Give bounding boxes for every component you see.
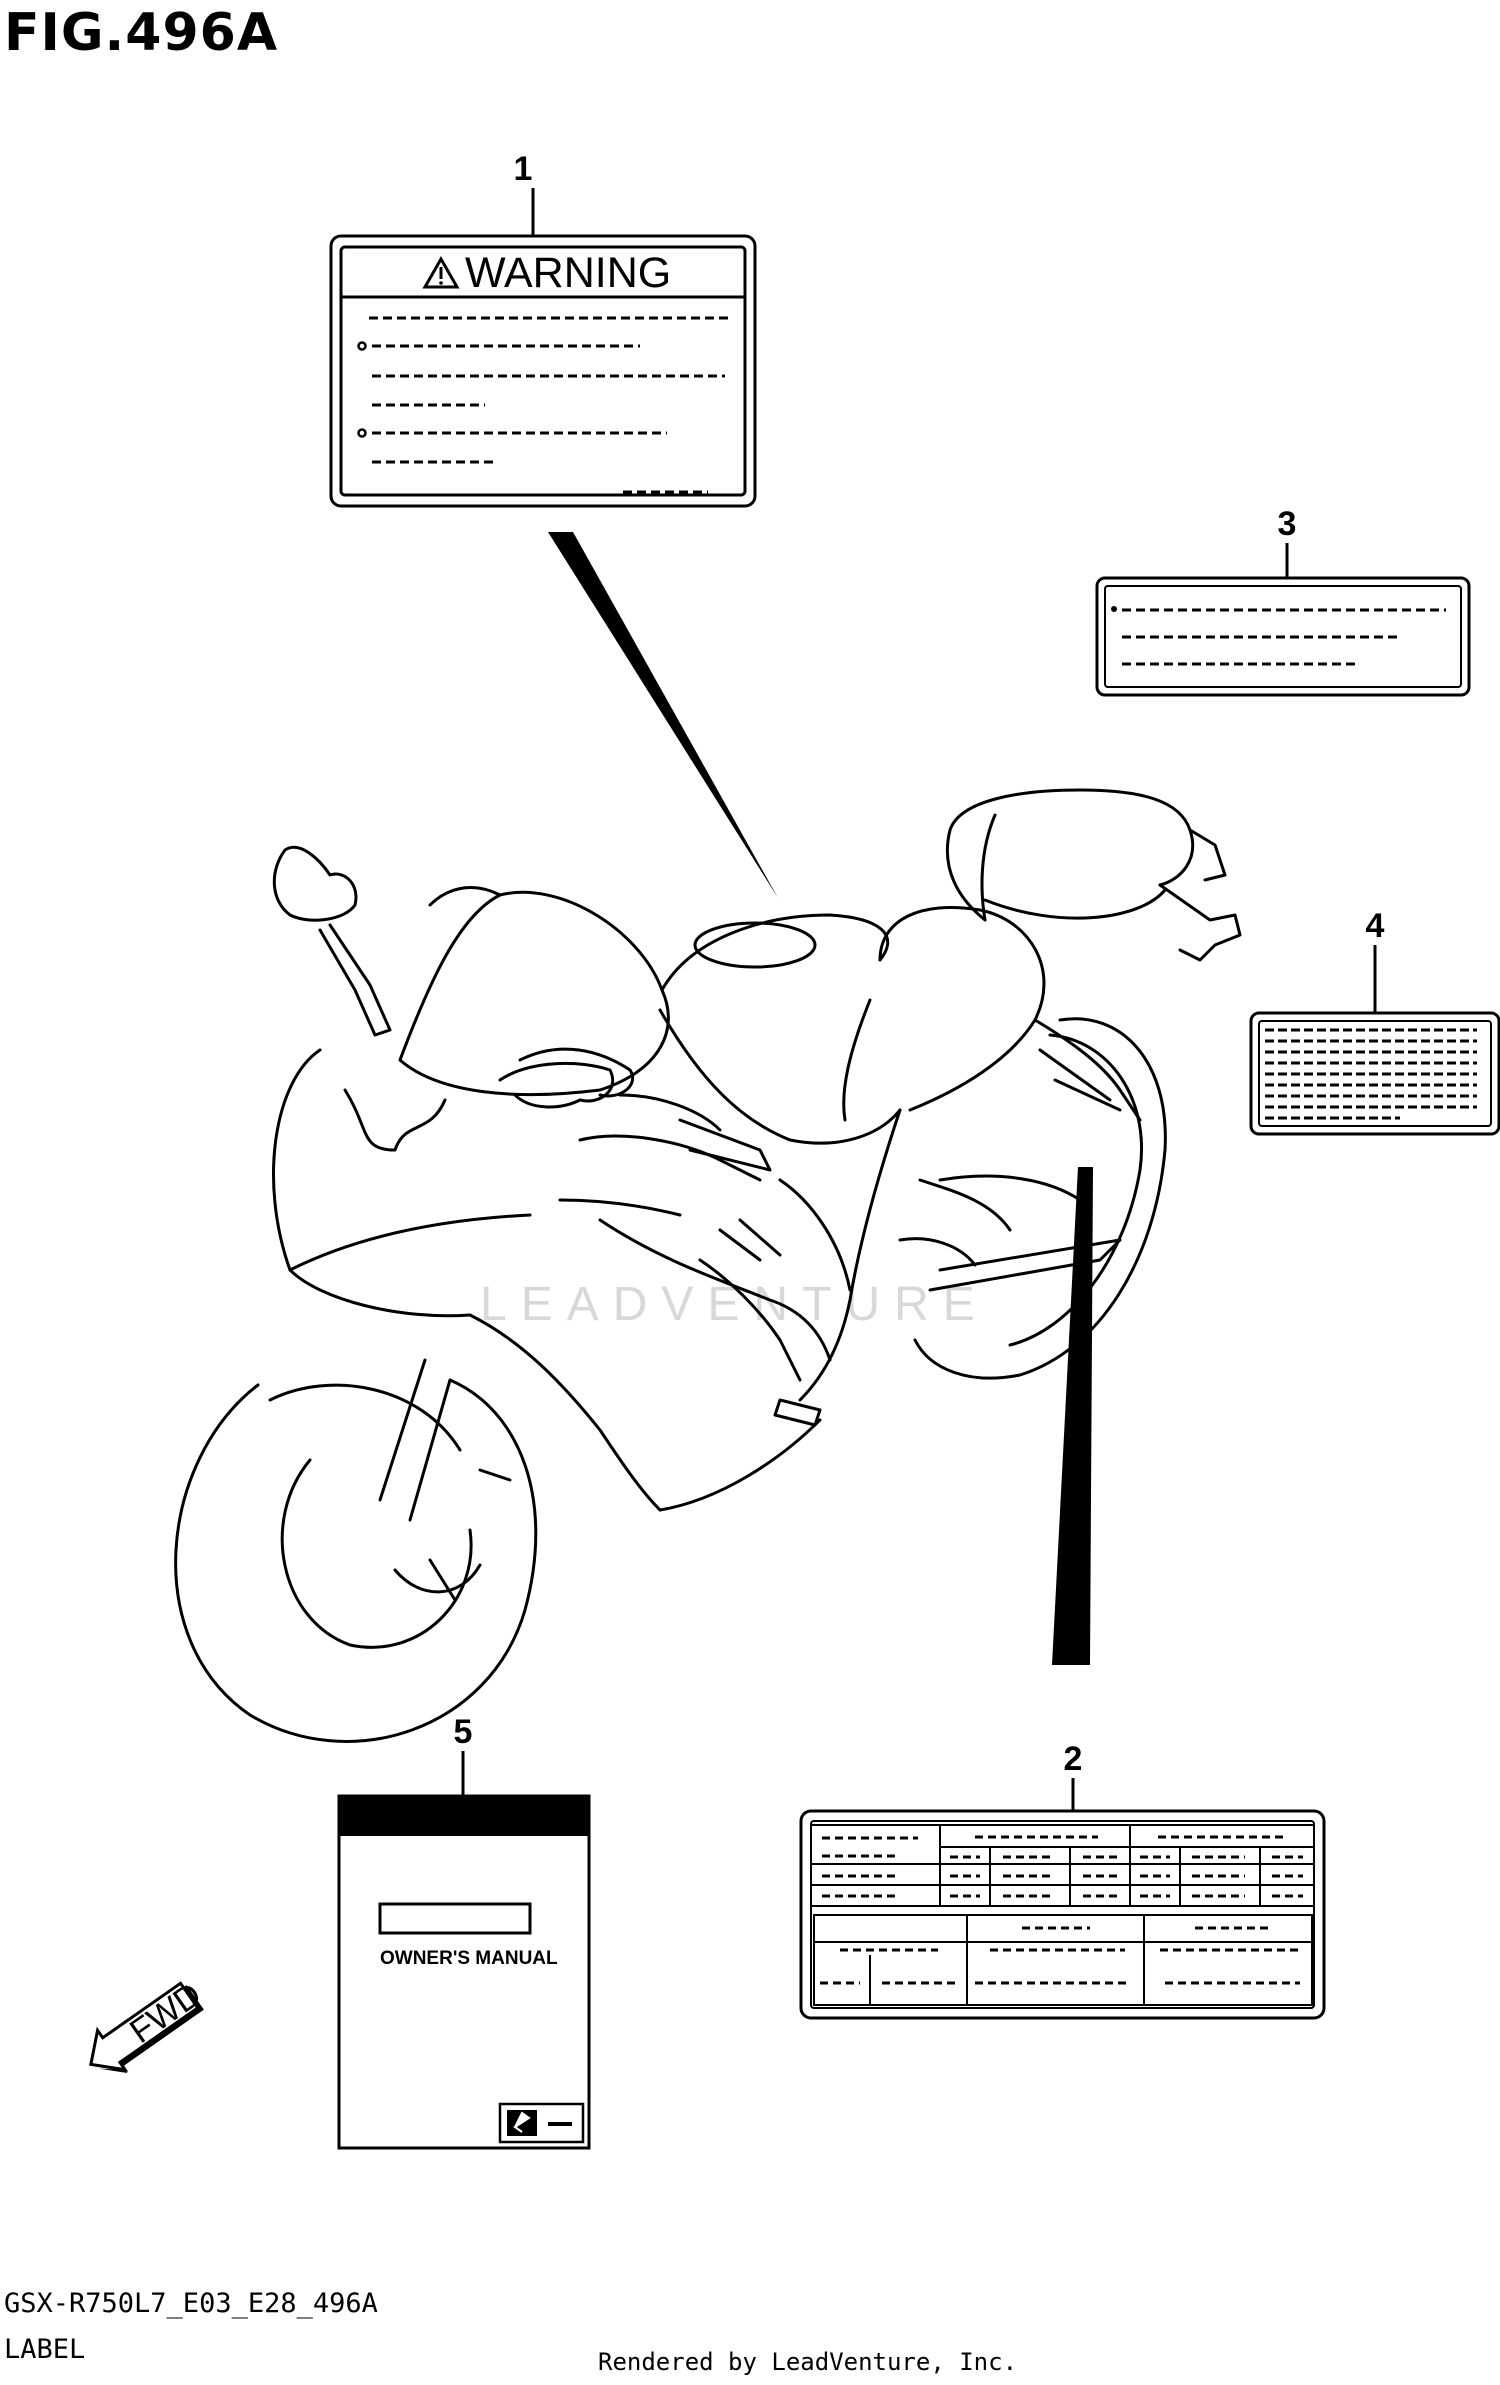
pointer-2 [1052, 1167, 1093, 1665]
warning-text-lines [369, 316, 728, 494]
callout-number-5: 5 [454, 1713, 473, 1751]
warning-triangle-icon [422, 255, 460, 289]
label-2[interactable] [799, 1809, 1326, 2020]
warning-label[interactable]: WARNING [329, 234, 757, 508]
callout-number-1: 1 [514, 150, 533, 188]
motorcycle-illustration [174, 788, 1242, 1743]
label-3[interactable] [1095, 576, 1471, 697]
callout-number-3: 3 [1278, 505, 1297, 543]
callout-4[interactable]: 4 [1366, 907, 1385, 1012]
callout-5[interactable]: 5 [454, 1713, 473, 1795]
owners-manual[interactable]: OWNER'S MANUAL [337, 1794, 591, 2150]
label-4[interactable] [1249, 1011, 1500, 1136]
warning-heading: WARNING [465, 249, 671, 297]
forward-arrow-icon: FWD [89, 1975, 208, 2074]
owners-manual-title: OWNER'S MANUAL [380, 1948, 558, 1969]
fwd-label: FWD [123, 1975, 208, 2051]
figure-title: FIG.496A [4, 3, 278, 63]
model-code: GSX-R750L7_E03_E28_496A [4, 2288, 378, 2319]
callout-number-2: 2 [1064, 1740, 1083, 1778]
pointer-1 [548, 532, 778, 898]
callout-1[interactable]: 1 [514, 150, 535, 235]
section-label: LABEL [4, 2334, 85, 2365]
watermark-text: LEADVENTURE [480, 1278, 989, 1331]
rendered-by-credit: Rendered by LeadVenture, Inc. [598, 2348, 1017, 2376]
suzuki-s-icon [507, 2110, 537, 2136]
callout-3[interactable]: 3 [1278, 505, 1297, 577]
callout-number-4: 4 [1366, 907, 1385, 945]
callout-2[interactable]: 2 [1064, 1740, 1083, 1810]
